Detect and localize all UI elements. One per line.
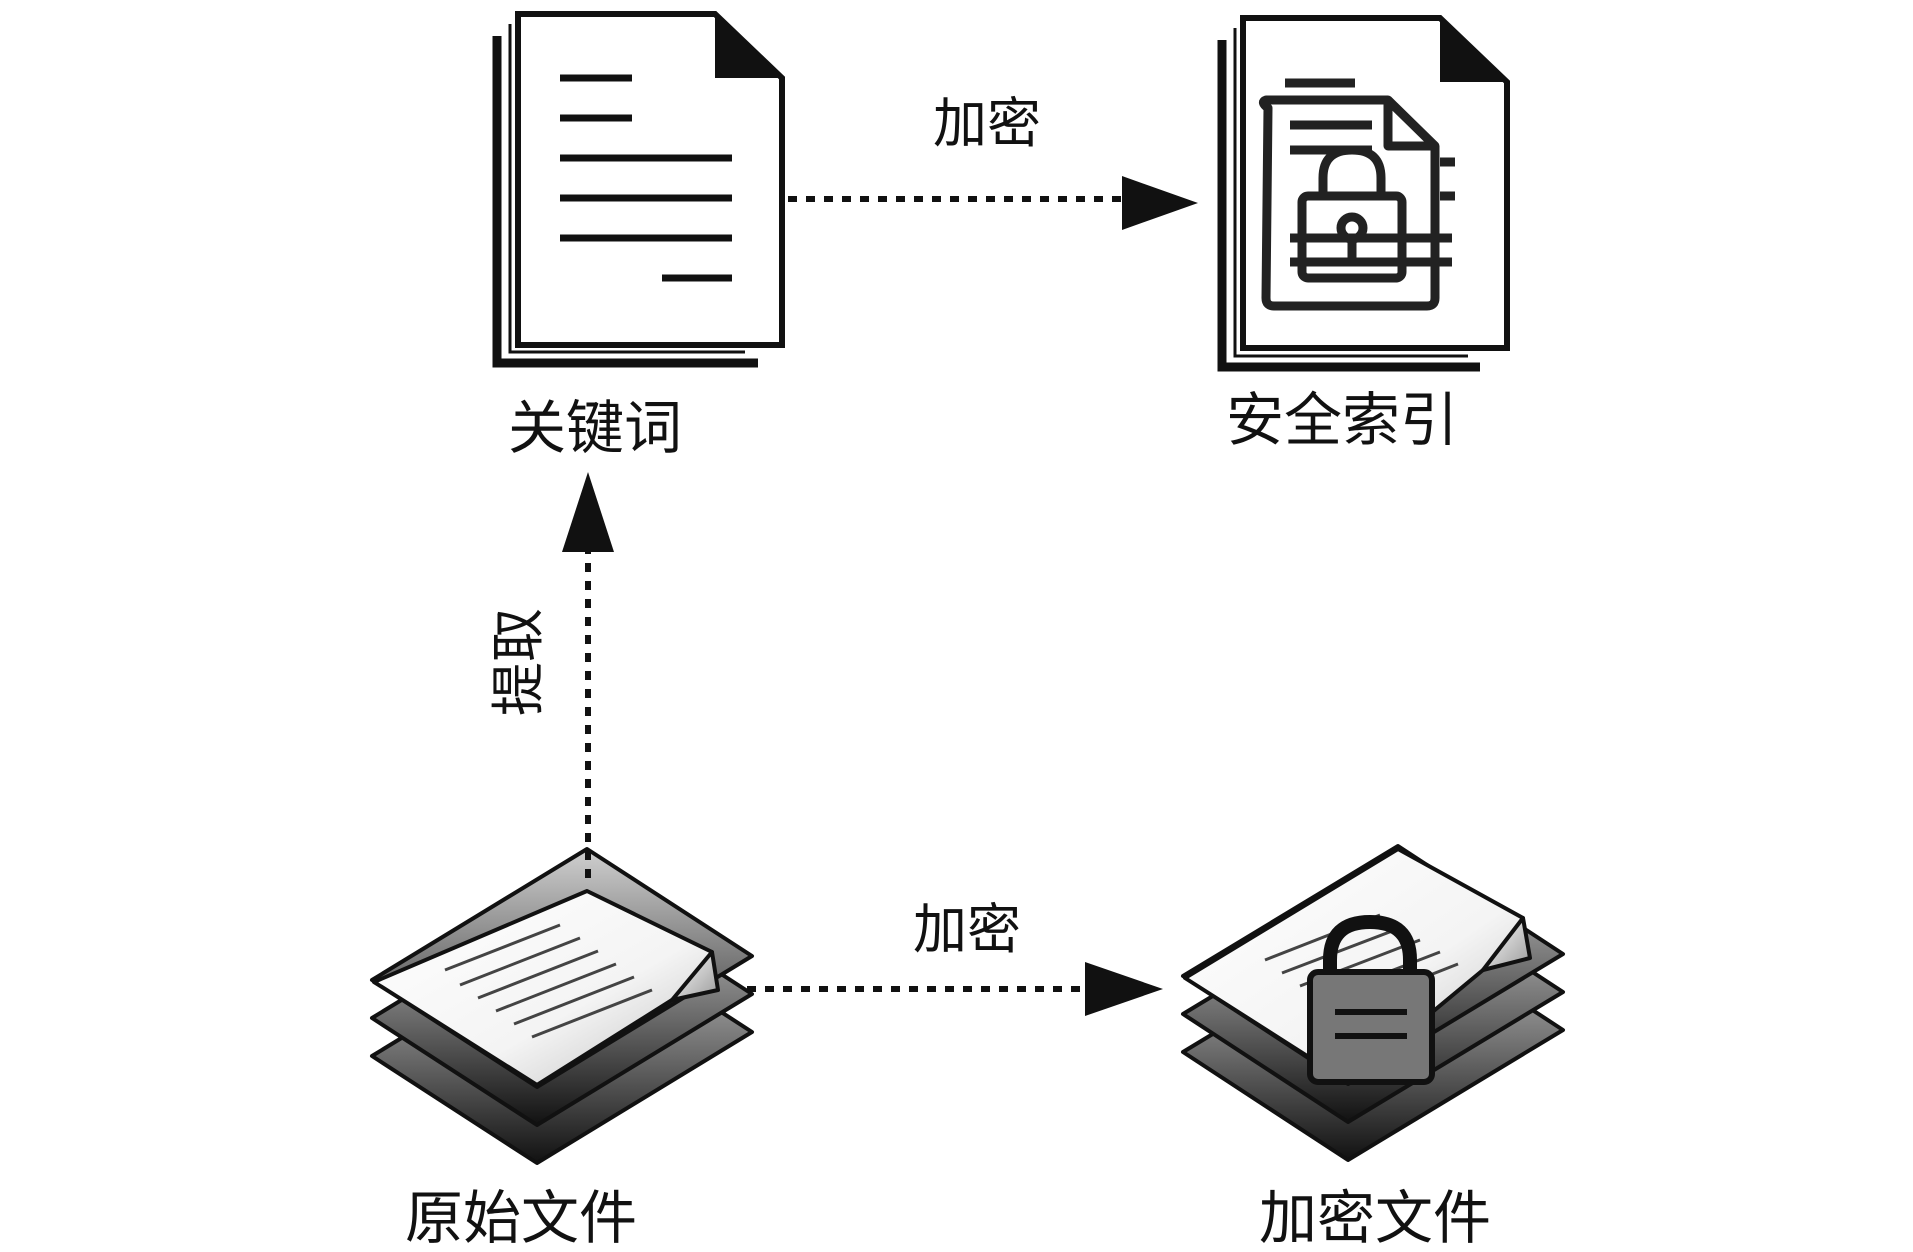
keywords-document-icon	[492, 11, 785, 368]
arrow-encrypt-index	[788, 176, 1198, 230]
lock-icon	[1307, 915, 1435, 1085]
lock-file-icon	[1258, 78, 1455, 311]
arrow-extract	[562, 472, 614, 878]
encrypted-files-stack-icon	[1181, 844, 1565, 1162]
encrypted-files-label: 加密文件	[1259, 1184, 1491, 1252]
secure-index-label: 安全索引	[1226, 386, 1458, 454]
original-files-stack-icon	[370, 847, 754, 1165]
encrypt-files-edge-label: 加密	[913, 898, 1021, 961]
original-files-label: 原始文件	[405, 1184, 637, 1252]
extract-edge-label: 提取	[487, 608, 550, 716]
arrow-encrypt-files	[747, 962, 1163, 1016]
keywords-label: 关键词	[508, 394, 682, 462]
secure-index-document-icon	[1217, 15, 1510, 372]
encrypt-index-edge-label: 加密	[933, 92, 1041, 155]
